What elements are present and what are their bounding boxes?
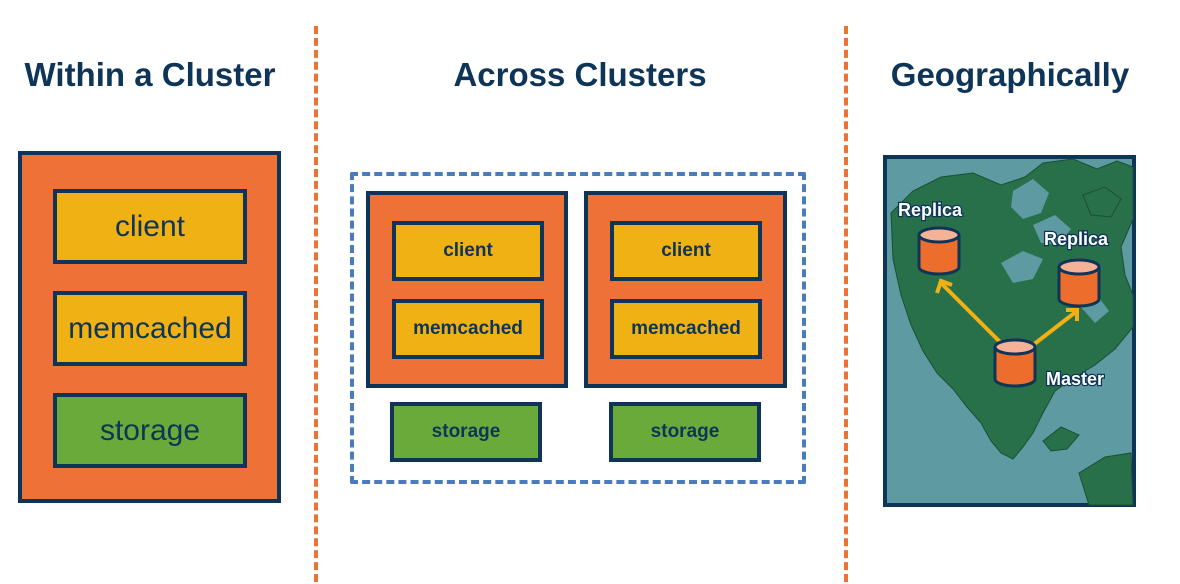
database-cylinder-icon bbox=[1057, 258, 1101, 308]
database-cylinder-icon bbox=[993, 338, 1037, 388]
storage-tier: storage bbox=[53, 393, 247, 468]
cluster-b: client memcached bbox=[584, 191, 787, 388]
cluster-b-client: client bbox=[610, 221, 762, 281]
cluster-a-memcached: memcached bbox=[392, 299, 544, 359]
database-cylinder-icon bbox=[917, 226, 961, 276]
north-america-map: Replica Replica Master bbox=[883, 155, 1136, 507]
cluster-group-boundary bbox=[350, 172, 806, 484]
cluster-a-storage: storage bbox=[390, 402, 542, 462]
divider-left bbox=[314, 26, 318, 582]
divider-right bbox=[844, 26, 848, 582]
client-tier: client bbox=[53, 189, 247, 264]
within-cluster-title: Within a Cluster bbox=[24, 56, 276, 93]
replica-east-label: Replica bbox=[1044, 229, 1109, 249]
cluster-a: client memcached bbox=[366, 191, 568, 388]
replication-arrows bbox=[935, 278, 1079, 347]
geographically-title: Geographically bbox=[890, 56, 1130, 93]
cluster-a-client: client bbox=[392, 221, 544, 281]
memcached-tier: memcached bbox=[53, 291, 247, 366]
cluster-b-storage: storage bbox=[609, 402, 761, 462]
cluster-b-memcached: memcached bbox=[610, 299, 762, 359]
single-cluster: client memcached storage bbox=[18, 151, 281, 503]
across-clusters-title: Across Clusters bbox=[453, 56, 707, 93]
replica-west-label: Replica bbox=[898, 200, 963, 220]
master-label: Master bbox=[1046, 369, 1104, 389]
